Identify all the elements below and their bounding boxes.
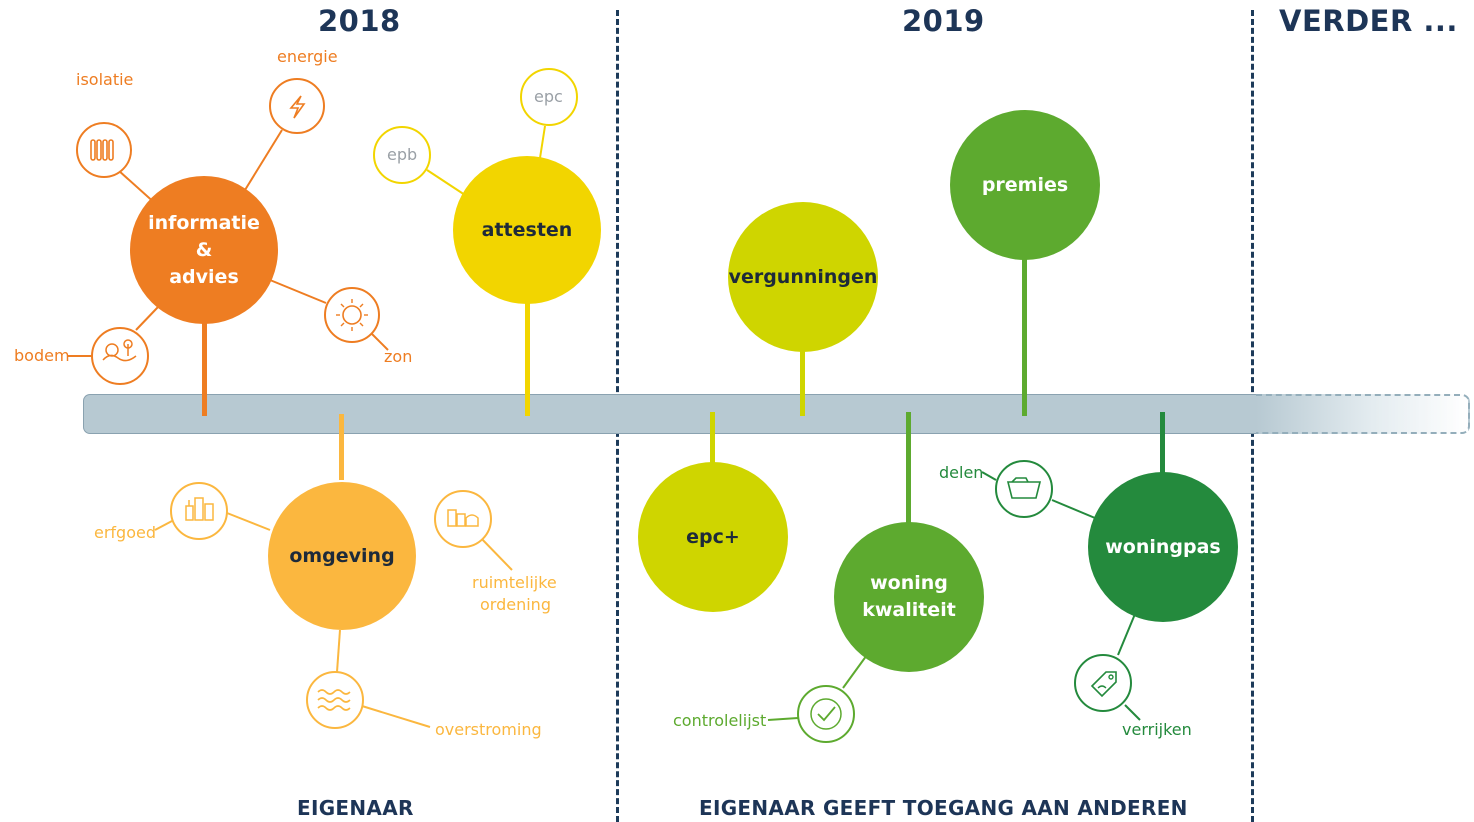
label-epb: epb — [387, 145, 418, 164]
timeline-bar-future — [1256, 394, 1470, 434]
label-ordening: ordening — [480, 595, 551, 614]
hub-vergunningen: vergunningen — [728, 202, 878, 352]
epc-circle — [520, 68, 578, 126]
checkmark-icon — [797, 685, 855, 743]
label-isolatie: isolatie — [76, 70, 134, 89]
hub-attesten-label: attesten — [481, 218, 573, 241]
tag-icon — [1074, 654, 1132, 712]
hub-info-line3: advies — [169, 265, 239, 288]
landscape-icon — [91, 327, 149, 385]
label-erfgoed: erfgoed — [94, 523, 156, 542]
stem-epcplus — [710, 412, 715, 468]
label-epc: epc — [534, 87, 563, 106]
label-verrijken: verrijken — [1122, 720, 1192, 739]
epb-circle — [373, 126, 431, 184]
hub-woningpas-label: woningpas — [1105, 535, 1221, 558]
stem-vergunningen — [800, 348, 805, 416]
hub-informatie-advies: informatie & advies — [130, 176, 278, 324]
year-further: VERDER ... — [1279, 4, 1458, 38]
stem-omgeving — [339, 414, 344, 480]
label-delen: delen — [939, 463, 984, 482]
hub-woning-line1: woning — [870, 572, 948, 594]
hub-info-line1: informatie — [148, 211, 260, 234]
sun-icon — [324, 287, 380, 343]
label-energie: energie — [277, 47, 338, 66]
label-overstroming: overstroming — [435, 720, 542, 739]
hub-omgeving-label: omgeving — [289, 544, 395, 567]
bottom-label-eigenaar: EIGENAAR — [297, 796, 414, 820]
hub-epcplus-label: epc+ — [686, 525, 740, 548]
hub-vergunningen-label: vergunningen — [728, 265, 878, 288]
hub-woningpas: woningpas — [1088, 472, 1238, 622]
hub-woning-kwaliteit: woning kwaliteit — [834, 522, 984, 672]
year-2018: 2018 — [318, 4, 401, 38]
hub-premies-label: premies — [981, 173, 1069, 196]
stem-premies — [1022, 258, 1027, 416]
label-controlelijst: controlelijst — [673, 711, 767, 730]
hub-omgeving: omgeving — [268, 482, 416, 630]
timeline-bar — [83, 394, 1258, 434]
heritage-buildings-icon — [170, 482, 228, 540]
waves-icon — [306, 671, 364, 729]
hub-attesten: attesten — [453, 156, 601, 304]
label-bodem: bodem — [14, 346, 70, 365]
label-ruimtelijke: ruimtelijke — [472, 573, 557, 592]
hub-info-line2: & — [195, 238, 213, 261]
hub-epcplus: epc+ — [638, 462, 788, 612]
stem-woningpas — [1160, 412, 1165, 476]
stem-info — [202, 320, 207, 416]
city-icon — [434, 490, 492, 548]
radiator-icon — [76, 122, 132, 178]
hub-woning-line2: kwaliteit — [862, 599, 956, 621]
year-2019: 2019 — [902, 4, 985, 38]
bottom-label-toegang: EIGENAAR GEEFT TOEGANG AAN ANDEREN — [699, 796, 1188, 820]
stem-woning — [906, 412, 911, 524]
stem-attesten — [525, 300, 530, 416]
label-zon: zon — [384, 347, 413, 366]
lightning-icon — [269, 78, 325, 134]
folder-icon — [995, 460, 1053, 518]
hub-premies: premies — [950, 110, 1100, 260]
